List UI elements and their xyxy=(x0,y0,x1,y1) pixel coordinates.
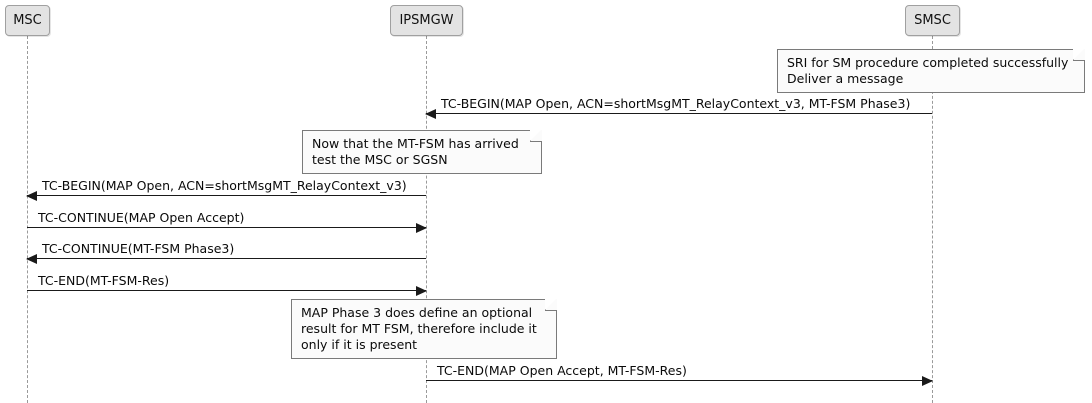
arrowhead-right-icon xyxy=(922,376,933,386)
message-arrow-4[interactable]: TC-CONTINUE(MT-FSM Phase3) xyxy=(26,242,426,264)
note-line: only if it is present xyxy=(301,337,418,352)
message-arrow-1[interactable]: TC-BEGIN(MAP Open, ACN=shortMsgMT_RelayC… xyxy=(425,97,932,119)
message-arrow-5[interactable]: TC-END(MT-FSM-Res) xyxy=(27,274,427,296)
message-label-3: TC-CONTINUE(MAP Open Accept) xyxy=(38,210,245,225)
arrowhead-left-icon xyxy=(26,254,37,264)
note-line: SRI for SM procedure completed successfu… xyxy=(787,55,1069,70)
message-label-6: TC-END(MAP Open Accept, MT-FSM-Res) xyxy=(437,363,687,378)
note-line: test the MSC or SGSN xyxy=(312,152,448,167)
message-label-4: TC-CONTINUE(MT-FSM Phase3) xyxy=(42,241,235,256)
note-line: result for MT FSM, therefore include it xyxy=(301,321,537,336)
message-arrow-3[interactable]: TC-CONTINUE(MAP Open Accept) xyxy=(27,211,427,233)
note-dogear-icon xyxy=(1073,48,1085,61)
message-label-2: TC-BEGIN(MAP Open, ACN=shortMsgMT_RelayC… xyxy=(42,178,407,193)
message-arrow-2[interactable]: TC-BEGIN(MAP Open, ACN=shortMsgMT_RelayC… xyxy=(26,179,426,201)
note-line: MAP Phase 3 does define an optional xyxy=(301,305,533,320)
arrowhead-left-icon xyxy=(26,191,37,201)
participant-label: IPSMGW xyxy=(399,13,454,28)
lifeline-msc xyxy=(27,36,28,403)
note-dogear-icon xyxy=(530,129,542,142)
message-arrow-6[interactable]: TC-END(MAP Open Accept, MT-FSM-Res) xyxy=(426,364,933,386)
participant-msc[interactable]: MSC xyxy=(5,5,50,36)
note-dogear-icon xyxy=(545,298,557,311)
message-label-5: TC-END(MT-FSM-Res) xyxy=(38,273,170,288)
lifeline-ipsmgw xyxy=(426,36,427,403)
note-line: Now that the MT-FSM has arrived xyxy=(312,136,519,151)
participant-label: MSC xyxy=(13,13,42,28)
note-line: Deliver a message xyxy=(787,71,904,86)
note-smsc-sri[interactable]: SRI for SM procedure completed successfu… xyxy=(777,48,1085,93)
participant-label: SMSC xyxy=(914,13,951,28)
arrowhead-left-icon xyxy=(425,109,436,119)
participant-ipsmgw[interactable]: IPSMGW xyxy=(390,5,463,36)
arrowhead-right-icon xyxy=(416,286,427,296)
participant-smsc[interactable]: SMSC xyxy=(905,5,960,36)
message-label-1: TC-BEGIN(MAP Open, ACN=shortMsgMT_RelayC… xyxy=(441,96,911,111)
lifeline-smsc xyxy=(932,36,933,403)
arrowhead-right-icon xyxy=(416,223,427,233)
